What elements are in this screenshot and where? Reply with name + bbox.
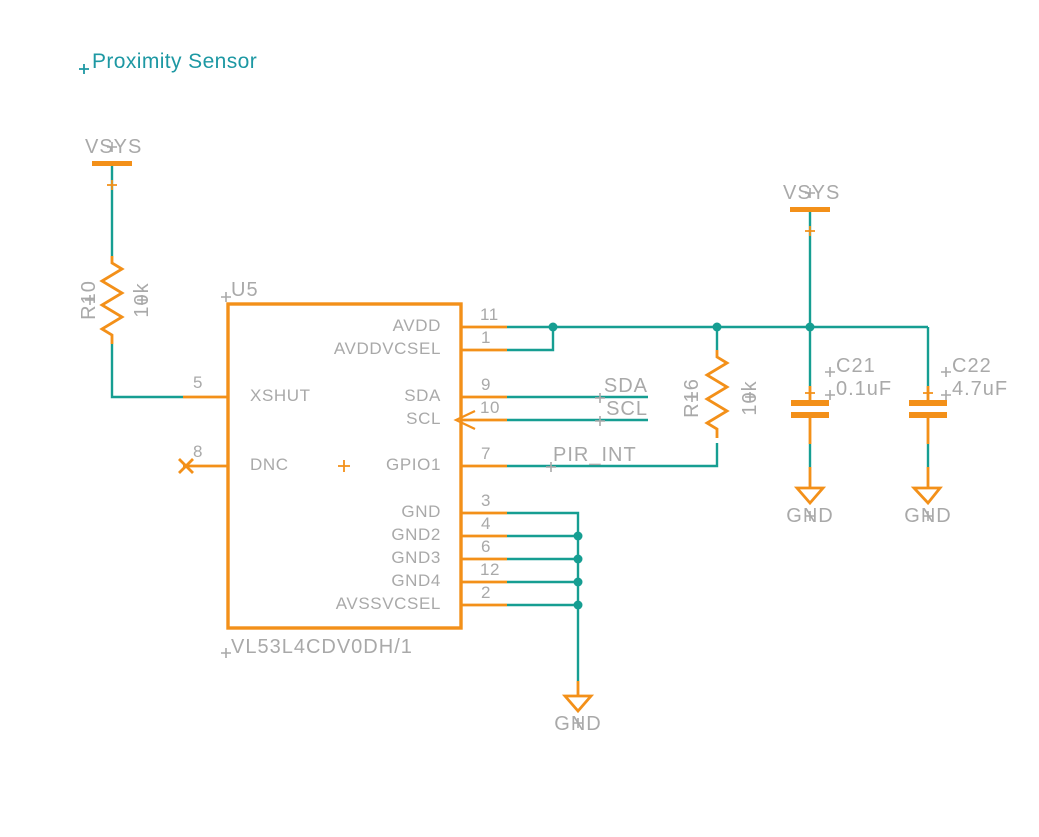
r10-refdes: R10: [78, 280, 100, 320]
origin-cross-icon: [805, 188, 815, 198]
gnd-symbol-c21[interactable]: [793, 467, 827, 506]
origin-cross-icon: [745, 392, 755, 402]
origin-cross-icon: [595, 416, 605, 426]
origin-cross-icon: [107, 142, 117, 152]
pin-number-11: 11: [480, 305, 499, 324]
wire-gnd-bus[interactable]: [507, 511, 580, 681]
junction-dot: [805, 322, 815, 332]
origin-cross-icon: [941, 367, 951, 377]
resistor-r16-symbol[interactable]: [704, 350, 730, 438]
resistor-r10-symbol[interactable]: [99, 256, 125, 344]
pin-name-avddvcsel: AVDDVCSEL: [333, 339, 441, 358]
ic-refdes: U5: [231, 279, 259, 301]
junction-dot: [573, 554, 583, 564]
pin-number-5: 5: [193, 373, 204, 392]
pin-name-gnd3: GND3: [391, 548, 441, 567]
origin-cross-icon: [805, 511, 815, 521]
junction-dot: [573, 600, 583, 610]
origin-cross-icon: [825, 367, 835, 377]
pin-name-avssvcsel: AVSSVCSEL: [335, 594, 441, 613]
pin-name-gpio1: GPIO1: [386, 455, 441, 474]
vsys-power-symbol-right[interactable]: [790, 207, 830, 236]
pin-number-8: 8: [193, 442, 204, 461]
junction-dot: [548, 322, 558, 332]
pin-number-7: 7: [481, 444, 492, 463]
pin-number-2: 2: [481, 583, 492, 602]
pin-number-12: 12: [480, 560, 501, 579]
wire-pir-int[interactable]: [507, 443, 719, 468]
clock-chevron-icon: [453, 410, 476, 430]
ic-u5-symbol[interactable]: [178, 302, 507, 630]
origin-cross-icon: [546, 462, 556, 472]
pin-name-scl: SCL: [406, 409, 441, 428]
pin-number-6: 6: [481, 537, 492, 556]
origin-cross-icon: [573, 718, 583, 728]
c21-refdes: C21: [836, 355, 876, 377]
origin-cross-icon: [221, 292, 231, 302]
pin-number-3: 3: [481, 491, 492, 510]
origin-cross-icon: [923, 511, 933, 521]
cap-pin-cross-icon: [805, 388, 815, 398]
vsys-label-right: VSYS: [783, 182, 841, 204]
pin-name-avdd: AVDD: [392, 316, 441, 335]
net-label-pir-int: PIR_INT: [553, 444, 637, 466]
gnd-label-c21: GND: [786, 505, 834, 527]
origin-cross-icon: [338, 460, 350, 472]
origin-cross-icon: [137, 295, 147, 305]
r16-refdes: R16: [681, 378, 703, 418]
c21-value: 0.1uF: [836, 378, 893, 400]
vsys-label-left: VSYS: [85, 136, 143, 158]
net-label-scl: SCL: [606, 398, 648, 420]
pin-number-10: 10: [480, 398, 501, 417]
junction-dot: [573, 577, 583, 587]
supply-pin-cross-icon: [107, 180, 117, 190]
pin-name-gnd: GND: [401, 502, 441, 521]
sheet-title: Proximity Sensor: [92, 50, 258, 73]
junction-dot: [573, 531, 583, 541]
pin-name-gnd4: GND4: [391, 571, 441, 590]
origin-cross-icon: [85, 295, 95, 305]
capacitor-c22-symbol[interactable]: [909, 386, 947, 444]
origin-crosses: [79, 64, 951, 728]
pin-number-4: 4: [481, 514, 492, 533]
no-connect-x-icon: [178, 458, 194, 474]
c22-refdes: C22: [952, 355, 992, 377]
net-label-sda: SDA: [603, 375, 648, 397]
pin-name-gnd2: GND2: [391, 525, 441, 544]
origin-cross-icon: [687, 392, 697, 402]
ic-value: VL53L4CDV0DH/1: [231, 636, 413, 658]
capacitor-c21-symbol[interactable]: [791, 386, 829, 444]
origin-cross-icon: [825, 390, 835, 400]
net-wires[interactable]: [110, 166, 930, 681]
pin-number-1: 1: [481, 328, 492, 347]
cap-pin-cross-icon: [923, 388, 933, 398]
wire-avddvcsel-branch[interactable]: [507, 327, 555, 352]
r16-value: 10k: [739, 380, 761, 416]
gnd-label-c22: GND: [904, 505, 952, 527]
c22-value: 4.7uF: [952, 378, 1009, 400]
origin-cross-icon: [221, 648, 231, 658]
supply-pin-cross-icon: [805, 226, 815, 236]
origin-cross-icon: [941, 390, 951, 400]
vsys-power-symbol-left[interactable]: [92, 161, 132, 190]
title-anchor-cross-icon: [79, 64, 89, 74]
origin-cross-icon: [595, 393, 605, 403]
gnd-label-bus: GND: [554, 713, 602, 735]
pin-name-dnc: DNC: [250, 455, 289, 474]
wire-r10-to-xshut[interactable]: [110, 344, 183, 399]
gnd-symbol-bus[interactable]: [561, 681, 595, 714]
pin-name-xshut: XSHUT: [250, 386, 311, 405]
pin-number-9: 9: [481, 375, 492, 394]
junction-dot: [712, 322, 722, 332]
r10-value: 10k: [131, 282, 153, 318]
pin-name-sda: SDA: [404, 386, 441, 405]
gnd-symbol-c22[interactable]: [910, 467, 943, 506]
